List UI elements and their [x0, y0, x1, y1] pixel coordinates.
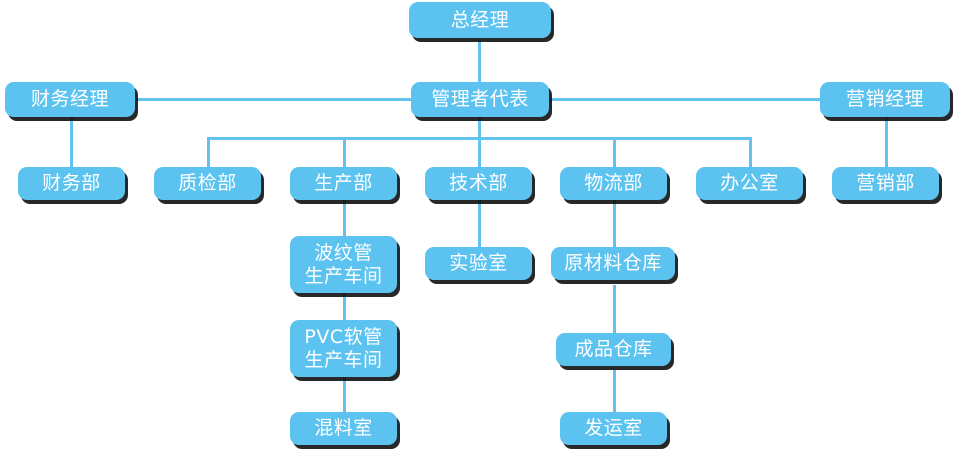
connector-pvc-to-mixing: [343, 376, 346, 412]
node-management-rep-label: 管理者代表: [431, 88, 529, 111]
node-laboratory[interactable]: 实验室: [425, 247, 532, 280]
node-corrugated-workshop[interactable]: 波纹管 生产车间: [290, 236, 397, 293]
node-mixing-room-label: 混料室: [314, 417, 373, 440]
connector-production-to-corrugated: [343, 198, 346, 238]
node-logistics-dept[interactable]: 物流部: [560, 167, 667, 200]
connector-drop-office: [749, 137, 752, 169]
node-finished-goods-warehouse-label: 成品仓库: [574, 338, 653, 361]
node-technology-dept-label: 技术部: [449, 172, 508, 195]
node-general-manager[interactable]: 总经理: [409, 2, 551, 38]
connector-rep-down: [478, 117, 481, 139]
node-marketing-dept[interactable]: 营销部: [832, 167, 939, 200]
node-pvc-workshop-line1: PVC软管: [304, 326, 383, 349]
connector-drop-technology: [478, 137, 481, 169]
node-finished-goods-warehouse[interactable]: 成品仓库: [556, 333, 671, 366]
node-office-label: 办公室: [720, 172, 779, 195]
connector-corrugated-to-pvc: [343, 292, 346, 320]
node-finance-manager-label: 财务经理: [30, 88, 109, 111]
node-production-dept[interactable]: 生产部: [290, 167, 397, 200]
node-corrugated-workshop-line2: 生产车间: [304, 264, 383, 287]
connector-drop-quality: [207, 137, 210, 169]
node-mixing-room[interactable]: 混料室: [290, 412, 397, 445]
node-marketing-manager[interactable]: 营销经理: [820, 82, 950, 117]
connector-finance-down: [70, 117, 73, 169]
node-pvc-workshop-line2: 生产车间: [304, 348, 383, 371]
node-finance-dept-label: 财务部: [42, 172, 101, 195]
node-shipping-room-label: 发运室: [584, 417, 643, 440]
connector-marketing-down: [885, 117, 888, 169]
connector-gm-down: [478, 40, 481, 86]
node-shipping-room[interactable]: 发运室: [560, 412, 667, 445]
connector-drop-production: [343, 137, 346, 169]
node-marketing-manager-label: 营销经理: [845, 88, 924, 111]
connector-logistics-to-raw: [613, 198, 616, 248]
node-raw-material-warehouse-label: 原材料仓库: [564, 252, 662, 275]
node-quality-dept-label: 质检部: [178, 172, 237, 195]
node-raw-material-warehouse[interactable]: 原材料仓库: [551, 247, 675, 280]
connector-finished-to-shipping: [613, 370, 616, 412]
node-logistics-dept-label: 物流部: [584, 172, 643, 195]
node-quality-dept[interactable]: 质检部: [154, 167, 261, 200]
node-finance-manager[interactable]: 财务经理: [5, 82, 135, 117]
node-corrugated-workshop-line1: 波纹管: [314, 242, 373, 265]
node-finance-dept[interactable]: 财务部: [18, 167, 125, 200]
connector-drop-logistics: [613, 137, 616, 169]
node-management-rep[interactable]: 管理者代表: [411, 82, 549, 117]
node-pvc-workshop[interactable]: PVC软管 生产车间: [290, 320, 397, 377]
node-production-dept-label: 生产部: [314, 172, 373, 195]
node-marketing-dept-label: 营销部: [856, 172, 915, 195]
node-laboratory-label: 实验室: [449, 252, 508, 275]
connector-raw-to-finished: [613, 285, 616, 333]
node-general-manager-label: 总经理: [450, 8, 510, 31]
node-technology-dept[interactable]: 技术部: [425, 167, 532, 200]
connector-technology-to-lab: [478, 198, 481, 248]
node-office[interactable]: 办公室: [696, 167, 803, 200]
